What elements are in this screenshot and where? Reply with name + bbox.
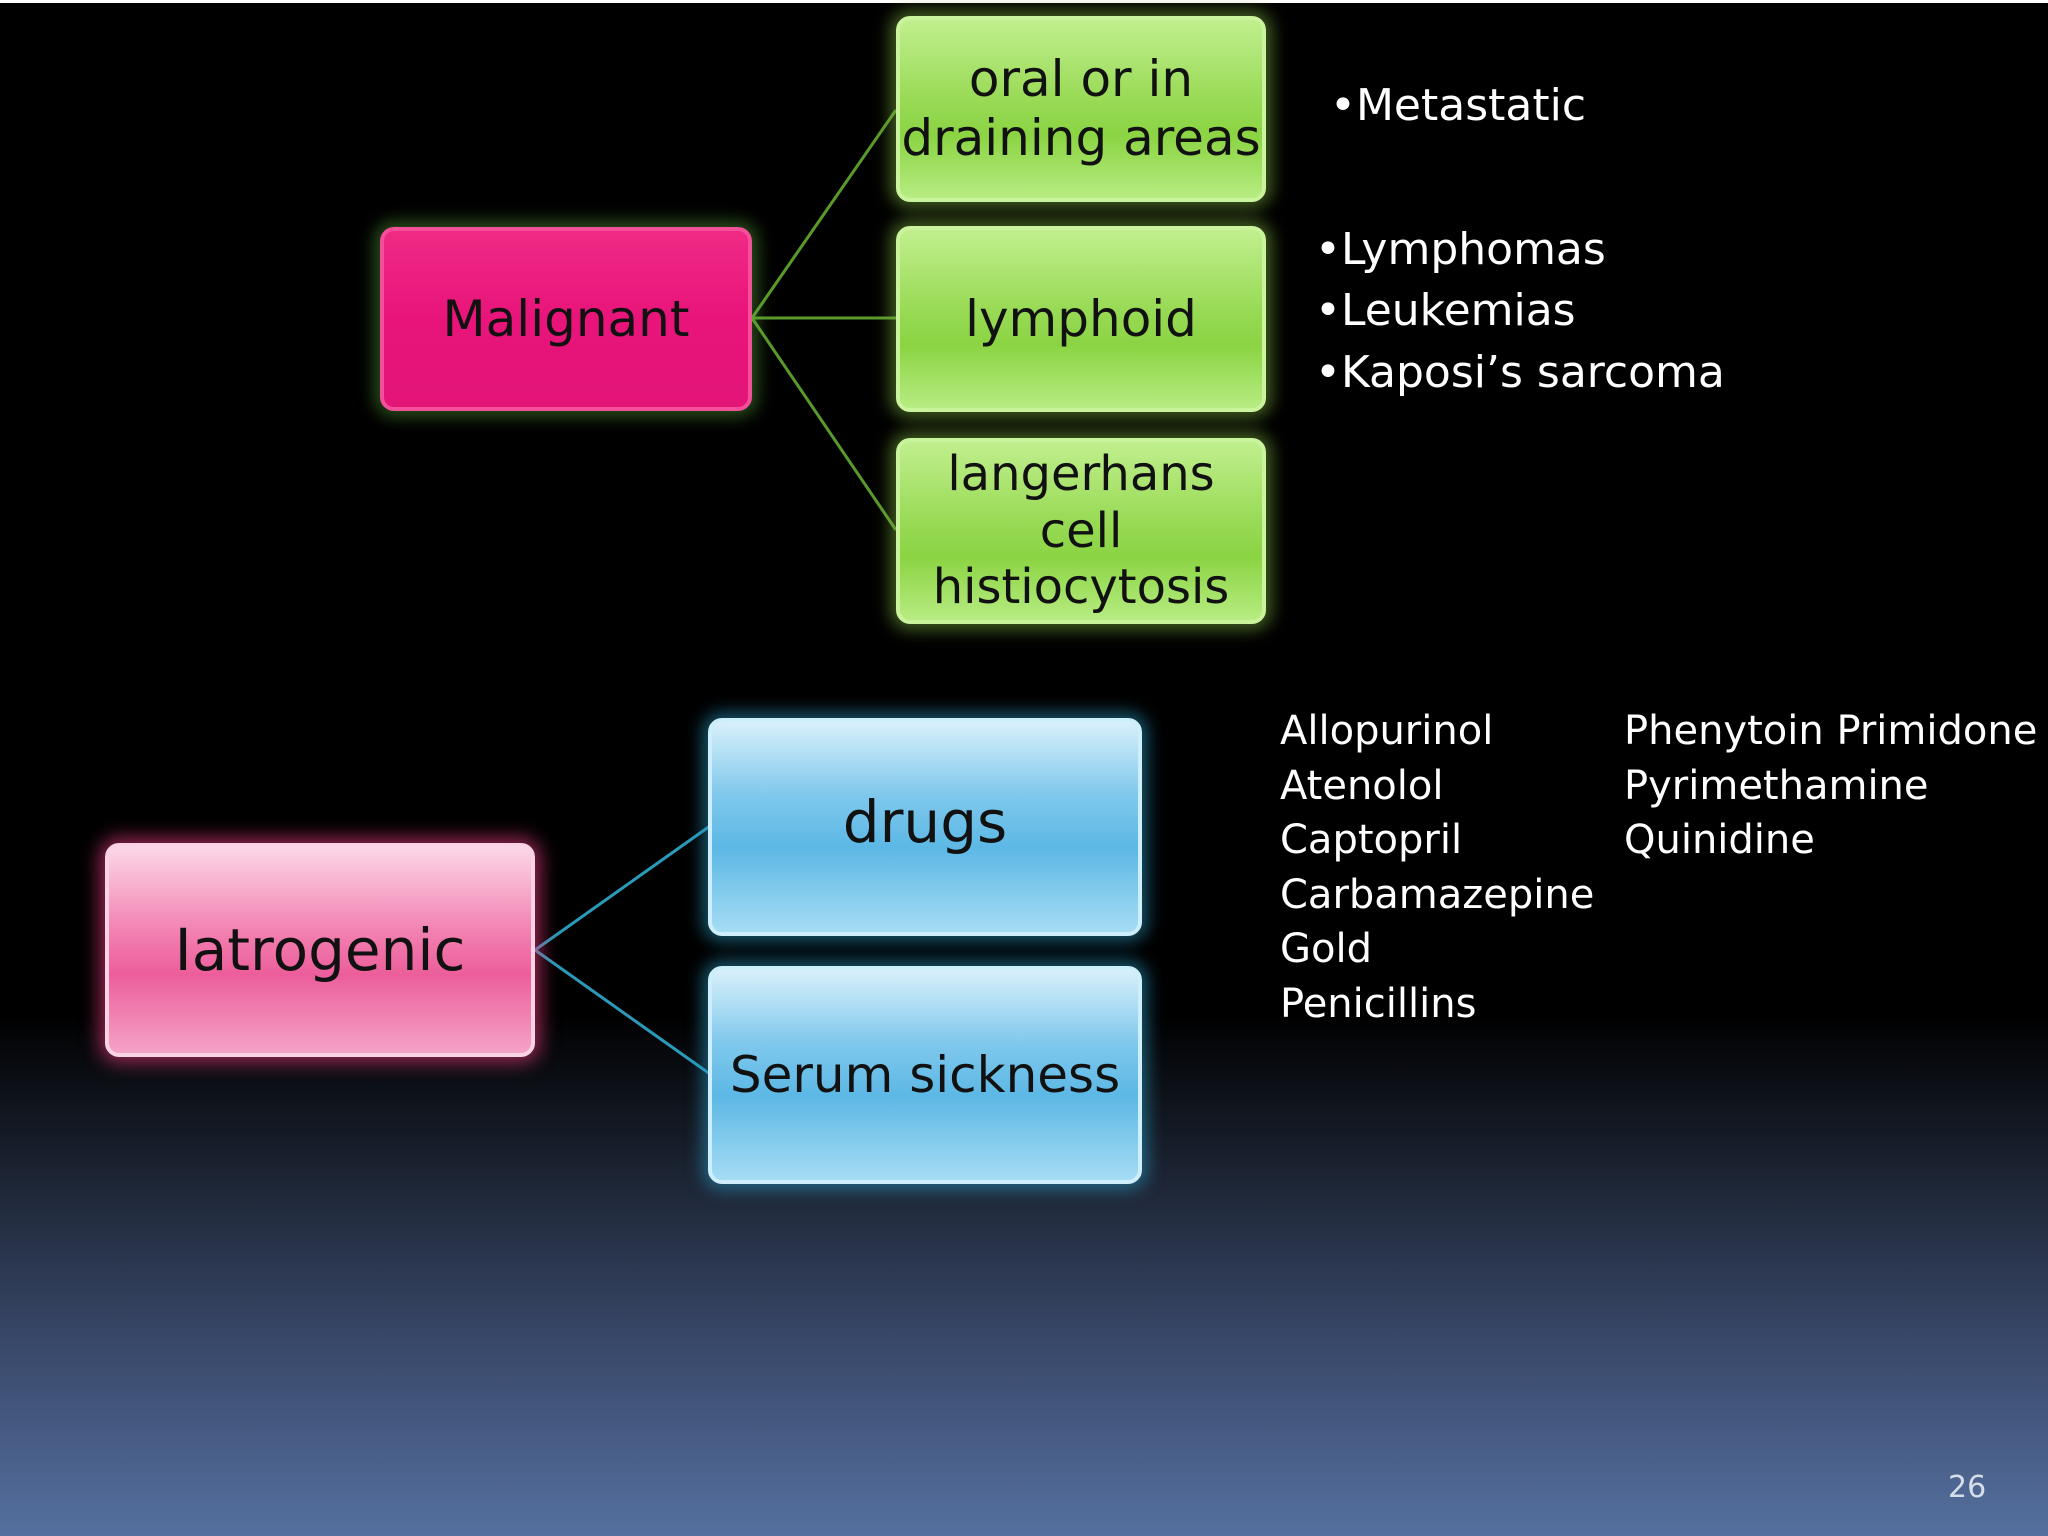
drug-list-column-1: Allopurinol Atenolol Captopril Carbamaze… (1280, 704, 1594, 1032)
node-serum-sickness-label: Serum sickness (729, 1045, 1121, 1104)
node-langerhans-cell-histiocytosis: langerhans cell histiocytosis (896, 438, 1266, 624)
connector-iatrogenic-to-serum-sickness (534, 948, 711, 1076)
drug-item: Phenytoin Primidone (1624, 708, 2038, 754)
node-drugs: drugs (708, 718, 1142, 936)
node-malignant-label: Malignant (442, 289, 690, 348)
node-drugs-label: drugs (842, 788, 1008, 856)
drug-item: Penicillins (1280, 980, 1477, 1027)
node-lymphoid: lymphoid (896, 226, 1266, 412)
drug-item: Allopurinol (1280, 708, 1494, 754)
node-malignant: Malignant (380, 227, 752, 411)
node-oral-or-draining-areas: oral or in draining areas (896, 16, 1266, 202)
connector-iatrogenic-to-drugs (534, 824, 711, 952)
drug-item: Carbamazepine (1280, 871, 1595, 918)
node-langerhans-label: langerhans cell histiocytosis (932, 446, 1230, 616)
connector-malignant-to-langerhans (750, 317, 898, 531)
node-oral-label: oral or in draining areas (901, 50, 1261, 167)
note-metastatic: •Metastatic (1330, 80, 1587, 131)
node-serum-sickness: Serum sickness (708, 966, 1142, 1184)
note-leukemias: •Leukemias (1315, 285, 1576, 336)
connector-malignant-to-oral (750, 109, 898, 319)
page-number: 26 (1948, 1470, 1987, 1505)
drug-item: Captopril (1280, 817, 1463, 864)
drug-item: Atenolol (1280, 762, 1444, 809)
drug-item: Pyrimethamine (1624, 762, 1929, 809)
node-iatrogenic: Iatrogenic (105, 843, 535, 1057)
node-iatrogenic-label: Iatrogenic (174, 915, 466, 984)
note-kaposis-sarcoma: •Kaposi’s sarcoma (1315, 347, 1725, 398)
drug-item: Gold (1280, 926, 1372, 973)
top-border-line (0, 0, 2048, 3)
node-lymphoid-label: lymphoid (965, 289, 1197, 348)
note-lymphomas: •Lymphomas (1315, 224, 1606, 275)
drug-item: Quinidine (1624, 817, 1815, 864)
drug-list-column-2: Phenytoin Primidone Pyrimethamine Quinid… (1624, 704, 2037, 868)
